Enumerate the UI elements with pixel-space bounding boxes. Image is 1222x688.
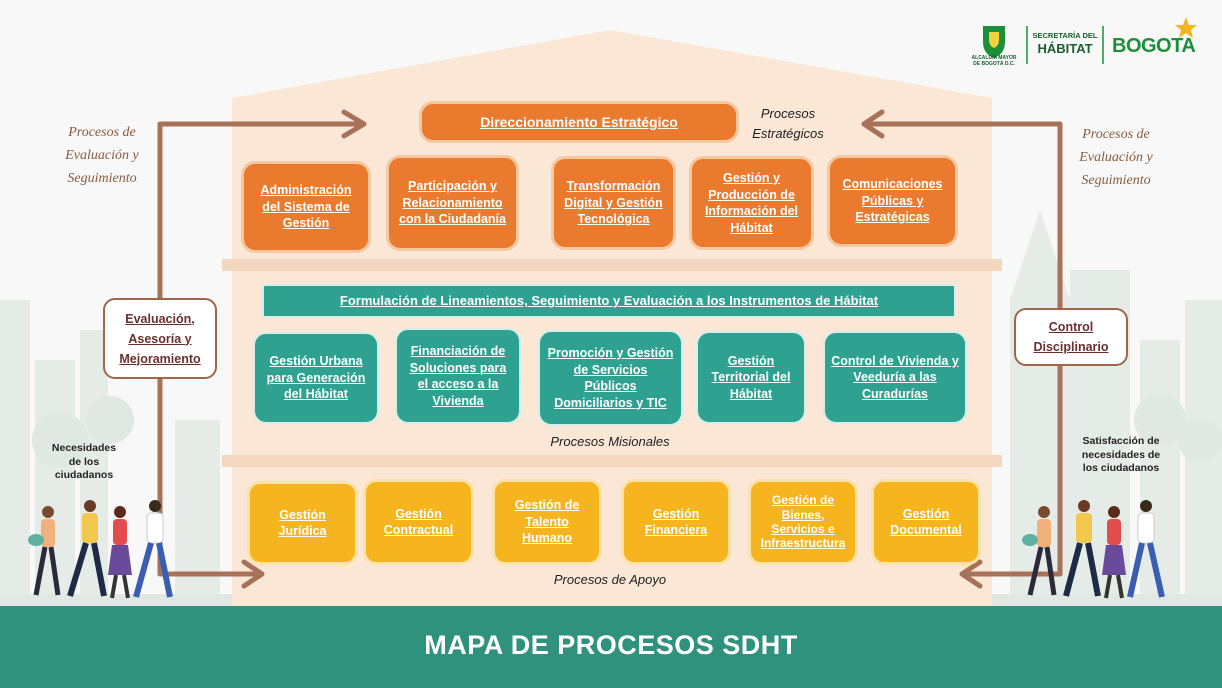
missional-process-box-5[interactable]: Control de Vivienda y Veeduría a las Cur…: [823, 331, 967, 424]
citizens-illustration-left: [28, 500, 173, 599]
floor-band-1: [222, 259, 1002, 271]
map-title: MAPA DE PROCESOS SDHT: [424, 630, 798, 660]
citizen-satisfaction-label: Satisfacción de necesidades de los ciuda…: [1081, 435, 1161, 475]
bogota-logo-text: BOGOTA: [1112, 35, 1196, 57]
right-feedback-arrow: [863, 121, 1063, 577]
citizens-illustration-right: [1022, 500, 1165, 599]
support-process-box-5[interactable]: Gestión de Bienes, Servicios e Infraestr…: [748, 479, 858, 565]
left-arrowhead-bottom: [241, 559, 265, 589]
disciplinary-control-box[interactable]: Control Disciplinario: [1014, 308, 1128, 366]
strategic-process-box-2[interactable]: Participación y Relacionamiento con la C…: [386, 155, 519, 251]
missional-process-box-4[interactable]: Gestión Territorial del Hábitat: [696, 331, 806, 424]
secretaria-logo-line2: HÁBITAT: [1037, 41, 1093, 56]
strategic-header-box[interactable]: Direccionamiento Estratégico: [419, 101, 739, 143]
tree-right: [1134, 394, 1222, 462]
alcaldia-logo: [983, 26, 1005, 58]
support-process-box-1[interactable]: Gestión Jurídica: [247, 481, 358, 565]
bogota-star-icon: [1175, 17, 1197, 38]
missional-process-box-3[interactable]: Promoción y Gestión de Servicios Público…: [538, 330, 683, 426]
left-arrowhead-top: [341, 109, 367, 139]
skyline-left: [0, 300, 220, 600]
strategic-process-box-5[interactable]: Comunicaciones Públicas y Estratégicas: [827, 155, 958, 247]
strategic-process-box-3[interactable]: Transformación Digital y Gestión Tecnoló…: [551, 156, 676, 250]
left-evaluation-note: Procesos de Evaluación y Seguimiento: [65, 125, 139, 187]
tree-left: [32, 396, 134, 468]
strategic-processes-label: Procesos Estratégicos: [752, 106, 824, 142]
missional-process-box-2[interactable]: Financiación de Soluciones para el acces…: [395, 328, 521, 424]
support-process-box-3[interactable]: Gestión de Talento Humano: [492, 479, 602, 565]
secretaria-logo-line1: SECRETARÍA DEL: [1032, 31, 1098, 40]
evaluation-advisory-box[interactable]: Evaluación, Asesoría y Mejoramiento: [103, 298, 217, 379]
missional-header-box[interactable]: Formulación de Lineamientos, Seguimiento…: [262, 284, 956, 318]
building-roof: [232, 30, 992, 98]
strategic-process-box-4[interactable]: Gestión y Producción de Información del …: [689, 156, 814, 250]
alcaldia-logo-text: ALCALDÍA MAYOR DE BOGOTÁ D.C.: [971, 55, 1017, 67]
footer-band: [0, 606, 1222, 688]
support-process-box-4[interactable]: Gestión Financiera: [621, 479, 731, 565]
right-evaluation-note: Procesos de Evaluación y Seguimiento: [1079, 127, 1153, 189]
missional-process-box-1[interactable]: Gestión Urbana para Generación del Hábit…: [253, 332, 379, 424]
support-process-box-6[interactable]: Gestión Documental: [871, 479, 981, 565]
missional-processes-label: Procesos Misionales: [550, 434, 670, 449]
support-processes-label: Procesos de Apoyo: [553, 572, 667, 587]
left-feedback-arrow: [157, 121, 363, 577]
citizen-needs-label: Necesidades de los ciudadanos: [51, 442, 117, 482]
strategic-process-box-1[interactable]: Administración del Sistema de Gestión: [241, 161, 371, 253]
support-process-box-2[interactable]: Gestión Contractual: [363, 479, 474, 565]
right-arrowhead-top: [861, 109, 885, 139]
right-arrowhead-bottom: [959, 559, 983, 589]
floor-band-2: [222, 455, 1002, 467]
